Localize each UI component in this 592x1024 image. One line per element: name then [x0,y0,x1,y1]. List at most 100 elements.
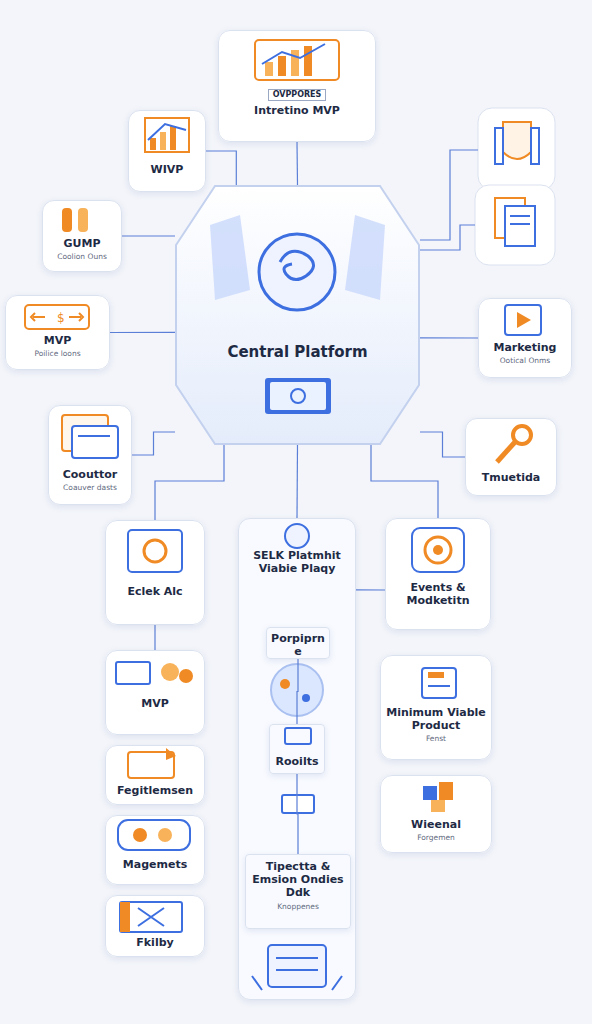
card-icons [160,132,166,150]
process-box: Magemets [105,815,205,885]
card-icons [148,124,186,140]
card-fills [218,30,376,142]
card-fills [478,108,555,190]
card-fills [105,650,205,735]
node-label: SELK Platmhit Viabie Plaqy [243,549,351,575]
connector-line [420,337,478,338]
decor-wires [420,150,478,240]
process-box: OVPPORESIntretino MVP [218,30,376,142]
card-icons [510,223,530,225]
node-label: Eclek Alc [127,585,182,598]
card-fills [105,745,205,805]
card-icons [282,795,314,813]
connector-line [110,332,175,333]
process-box: WIVP [128,110,206,192]
node-subtitle: Poilice loons [34,349,80,358]
connector-line [154,625,155,650]
card-fills [105,895,205,957]
card-icons: $ [57,311,65,325]
node-label: GUMP [64,237,101,250]
card-icons [276,969,318,971]
card-icons [513,426,531,444]
process-box: Fegitlemsen [105,745,205,805]
process-box: CoouttorCoauver dasts [48,405,132,505]
card-icons [497,442,515,462]
connector-line [297,774,298,854]
decor-wires [420,225,475,250]
card-icons [179,669,193,683]
connector-line [371,445,438,518]
connector-line [132,432,175,455]
card-icons [302,694,310,702]
card-icons [120,902,182,932]
card-icons [72,426,118,458]
hub-fill [265,378,331,414]
card-icons [255,40,339,80]
card-icons [431,800,445,812]
card-fills [380,775,492,853]
card-icons [158,828,172,842]
card-icons [118,820,190,850]
node-label: Porpiprne [271,632,325,658]
card-icons [505,305,541,335]
card-fills [42,200,122,272]
connector-line [122,235,175,236]
card-fills [128,110,206,192]
card-icons [425,537,451,563]
card-icons [161,663,179,681]
card-icons [423,786,437,800]
card-icons [145,118,189,152]
card-icons [278,56,286,76]
node-label: Rooilts [276,755,319,768]
hub-fill [210,215,250,300]
card-icons [285,524,309,548]
card-icons [510,215,530,217]
process-box: Rooilts [269,724,325,774]
node-label: Tmuetida [482,471,541,484]
card-icons [78,208,88,232]
process-box: WieenalForgemen [380,775,492,853]
node-subtitle: Coolion Ouns [57,252,107,261]
card-icons [62,208,72,232]
node-label: Fkilby [136,936,173,949]
connector-line [296,445,298,518]
node-label: Minimum Viable Product [385,706,487,732]
process-box: Tipectta & Emsion Ondies DdkKnoppenes [245,854,351,929]
card-fills [380,655,492,760]
node-subtitle: Knoppenes [277,902,319,911]
card-fills [5,295,110,370]
card-fills [238,518,356,1000]
card-icons [120,902,130,932]
card-icons [422,668,456,698]
card-icons [285,728,311,744]
card-fills [105,815,205,885]
process-box: MarketingOotical Onms [478,298,572,378]
node-subtitle: Intretino MVP [254,104,340,117]
card-icons [495,128,503,164]
card-icons [78,435,110,437]
hub-fill [175,185,420,445]
process-box: Porpiprne [266,627,330,659]
hub-hexagon: Central Platform [175,185,420,445]
connector-line [297,659,298,724]
process-box: Events & Modketitn [385,518,491,630]
card-icons [252,976,342,990]
card-fills [465,418,557,496]
card-icons [517,312,531,328]
card-fills [478,298,572,378]
card-icons [439,782,453,800]
card-icons [166,748,176,760]
process-box: Eclek Alc [105,520,205,625]
connector-line [420,432,465,457]
card-icons [138,908,164,926]
hub-fill [259,234,335,310]
connector-line [206,151,236,185]
node-subtitle: Forgemen [417,833,455,842]
card-icons [428,685,450,687]
card-icons [428,672,444,678]
node-label: Wieenal [411,818,461,831]
card-icons [25,305,89,329]
card-icons [133,828,147,842]
node-label: Central Platform [227,343,367,361]
card-fills [105,520,205,625]
